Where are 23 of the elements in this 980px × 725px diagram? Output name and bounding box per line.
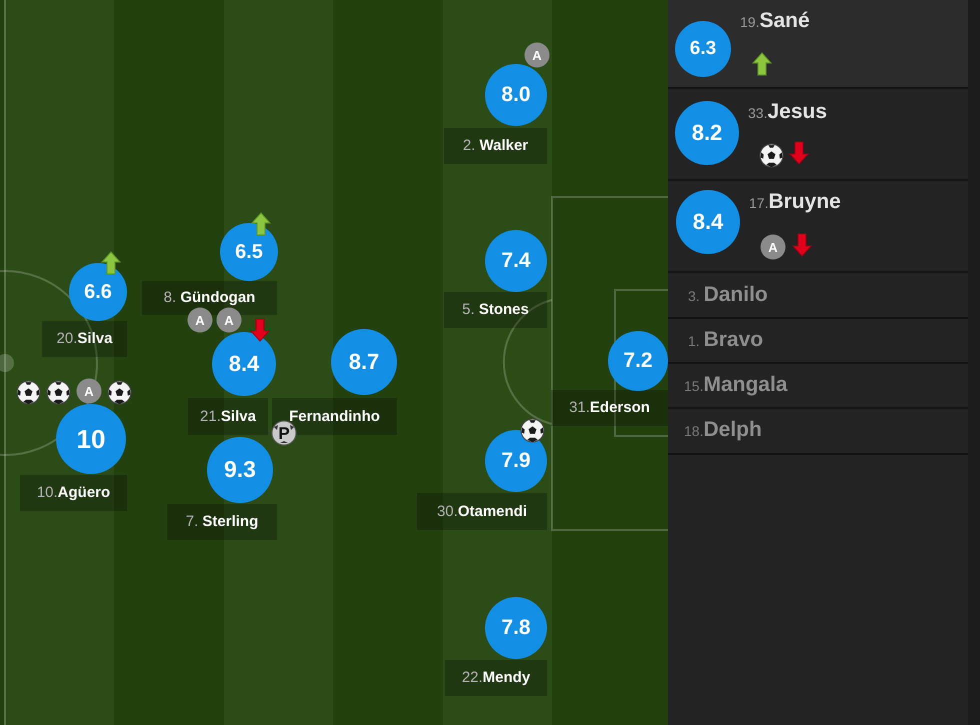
player-name: 20.Silva — [42, 321, 127, 357]
player-name: 7. Sterling — [167, 504, 277, 540]
player-name: 2. Walker — [444, 128, 547, 164]
player-name: 3. Danilo — [688, 282, 768, 308]
player-name: 22.Mendy — [445, 660, 547, 696]
player-name: 19.Sané — [740, 8, 811, 34]
player-name: 8. Gündogan — [142, 281, 277, 315]
player-name: 10.Agüero — [20, 475, 127, 511]
player-name: 17.Bruyne — [749, 189, 842, 215]
letter-badge-icon: A — [760, 234, 786, 260]
letter-badge-icon: A — [187, 307, 213, 333]
player-name: 30.Otamendi — [417, 493, 547, 530]
player-name: 5. Stones — [444, 292, 547, 328]
lettered-ball-icon: P — [271, 420, 297, 446]
letter-badge-icon: A — [216, 307, 242, 333]
player-name: 15.Mangala — [684, 372, 788, 398]
player-name: 31.Ederson — [551, 390, 668, 426]
player-name: 33.Jesus — [748, 99, 828, 125]
player-name: 21.Silva — [188, 398, 268, 435]
letter-badge-icon: A — [524, 42, 550, 68]
player-name: 18.Delph — [684, 417, 762, 443]
player-name: 1. Bravo — [688, 327, 764, 353]
letter-badge-icon: A — [76, 378, 102, 404]
